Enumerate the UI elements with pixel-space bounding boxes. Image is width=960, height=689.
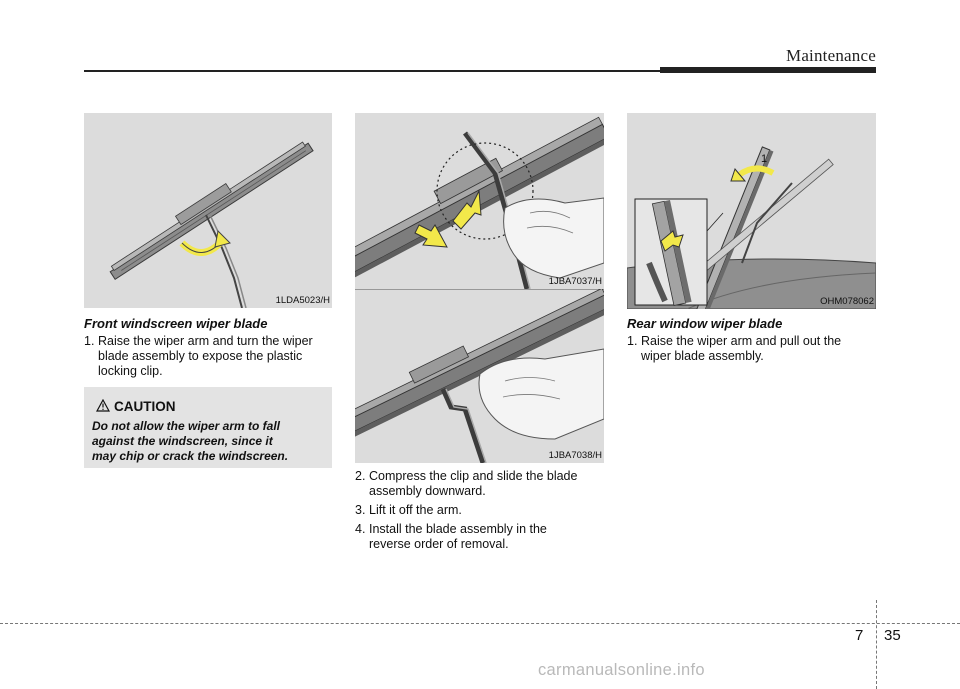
step-2: 2.Compress the clip and slide the blade … [355, 469, 604, 499]
step-line: Raise the wiper arm and pull out the [641, 334, 842, 348]
front-wiper-figure: 1LDA5023/H [84, 113, 332, 308]
rear-step-1: 1.Raise the wiper arm and pull out the w… [627, 334, 876, 364]
warning-triangle-icon [96, 399, 110, 412]
step-line: Install the blade assembly in the [369, 522, 547, 536]
caution-line: may chip or crack the windscreen. [92, 449, 289, 463]
figure-callout-number: 1 [761, 153, 768, 165]
step-line: blade assembly to expose the plastic [98, 349, 303, 363]
clip-compress-figure: 1JBA7037/H [355, 113, 604, 289]
section-header-title: Maintenance [786, 46, 876, 65]
page-number: 35 [884, 627, 901, 644]
caution-text: Do not allow the wiper arm to fall again… [92, 419, 324, 464]
clip-compress-illustration [355, 113, 604, 289]
rear-wiper-title: Rear window wiper blade [627, 316, 783, 331]
step-line: wiper blade assembly. [641, 349, 764, 363]
caution-heading: CAUTION [114, 399, 176, 414]
step-line: assembly downward. [369, 484, 486, 498]
front-wiper-title: Front windscreen wiper blade [84, 316, 268, 331]
footer-divider [876, 600, 877, 689]
step-number: 3. [355, 503, 366, 517]
watermark: carmanualsonline.info [538, 661, 705, 679]
figure-code: 1JBA7038/H [548, 450, 602, 461]
step-line: locking clip. [98, 364, 163, 378]
step-4: 4.Install the blade assembly in the reve… [355, 522, 604, 552]
step-line: Lift it off the arm. [369, 503, 462, 517]
blade-slide-illustration [355, 289, 604, 463]
step-number: 1. [84, 334, 95, 348]
step-line: Compress the clip and slide the blade [369, 469, 578, 483]
step-number: 1. [627, 334, 638, 348]
caution-line: Do not allow the wiper arm to fall [92, 419, 281, 433]
header-accent-bar [660, 67, 876, 73]
front-wiper-illustration [84, 113, 332, 308]
figure-code: 1LDA5023/H [275, 295, 330, 306]
step-3: 3.Lift it off the arm. [355, 503, 604, 518]
step-line: Raise the wiper arm and turn the wiper [98, 334, 313, 348]
step-number: 2. [355, 469, 366, 483]
footer-rule [0, 623, 960, 624]
step-number: 4. [355, 522, 366, 536]
figure-code: 1JBA7037/H [548, 276, 602, 287]
step-line: reverse order of removal. [369, 537, 509, 551]
figure-code: OHM078062 [820, 296, 874, 307]
rear-wiper-figure: 1 OHM078062 [627, 113, 876, 309]
caution-box: CAUTION Do not allow the wiper arm to fa… [84, 387, 332, 468]
chapter-number: 7 [855, 627, 864, 644]
caution-line: against the windscreen, since it [92, 434, 273, 448]
rear-wiper-illustration [627, 113, 876, 309]
front-step-1: 1.Raise the wiper arm and turn the wiper… [84, 334, 332, 379]
middle-steps: 2.Compress the clip and slide the blade … [355, 469, 604, 552]
blade-slide-figure: 1JBA7038/H [355, 289, 604, 463]
header-rule [84, 70, 876, 72]
